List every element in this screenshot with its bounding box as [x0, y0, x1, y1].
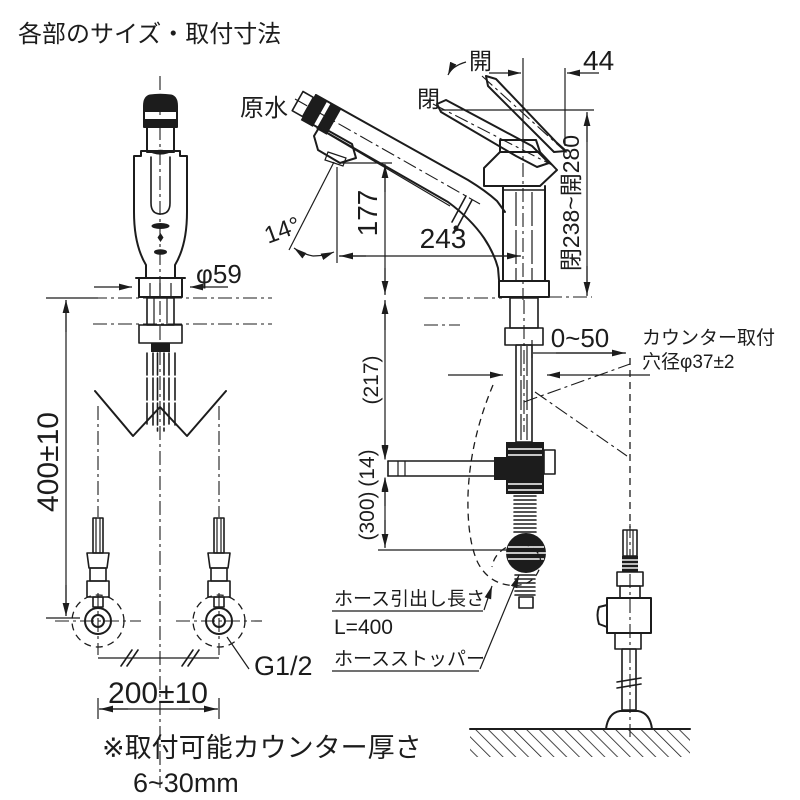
dim-spout-height: 177	[352, 190, 383, 237]
footnote-line1: ※取付可能カウンター厚さ	[102, 733, 422, 763]
handle-open-label: 開	[469, 48, 492, 74]
dim-handle-offset: 44	[583, 45, 614, 76]
thread-size-label: G1/2	[254, 651, 313, 681]
front-view	[54, 76, 272, 788]
front-view-dimensions: φ59 400±10 200±10 G1/2	[32, 259, 313, 719]
dim-spout-angle: 14°	[261, 212, 304, 250]
dim-counter-thickness: (14)	[356, 449, 379, 486]
pipe-break-symbol	[94, 390, 227, 437]
dim-under-counter: (217)	[360, 355, 383, 404]
dim-spout-reach: 243	[420, 223, 467, 254]
footnote-line2: 6~30mm	[133, 768, 239, 798]
hose-length-note: ホース引出し長さ	[334, 588, 485, 610]
counter-hole-note-line1: カウンター取付	[642, 327, 775, 349]
floor-hatch	[469, 728, 691, 757]
side-view-dimensions: 開 閉 44 閉238~開280 原水 14° 177 243	[240, 45, 775, 672]
handle-closed-label: 閉	[417, 86, 440, 112]
footnote: ※取付可能カウンター厚さ 6~30mm	[102, 733, 422, 798]
handle-closed	[436, 99, 550, 168]
counter-hole-note-line2: 穴径φ37±2	[642, 351, 734, 373]
dim-hole-offset: 0~50	[551, 323, 610, 353]
dim-hose-length: 400±10	[32, 412, 65, 512]
floor-stop-valve	[596, 524, 653, 737]
side-view	[291, 75, 631, 609]
hose-length-value: L=400	[334, 616, 393, 639]
handle-open	[485, 75, 567, 153]
dim-hose-drop: (300)	[356, 491, 379, 540]
raw-water-label: 原水	[240, 95, 288, 122]
dim-supply-spacing: 200±10	[108, 677, 208, 710]
dim-height-range: 閉238~開280	[558, 135, 584, 271]
page-title: 各部のサイズ・取付寸法	[18, 21, 281, 48]
hose-stopper-note: ホースストッパー	[334, 649, 485, 670]
dim-body-diameter: φ59	[196, 259, 242, 289]
